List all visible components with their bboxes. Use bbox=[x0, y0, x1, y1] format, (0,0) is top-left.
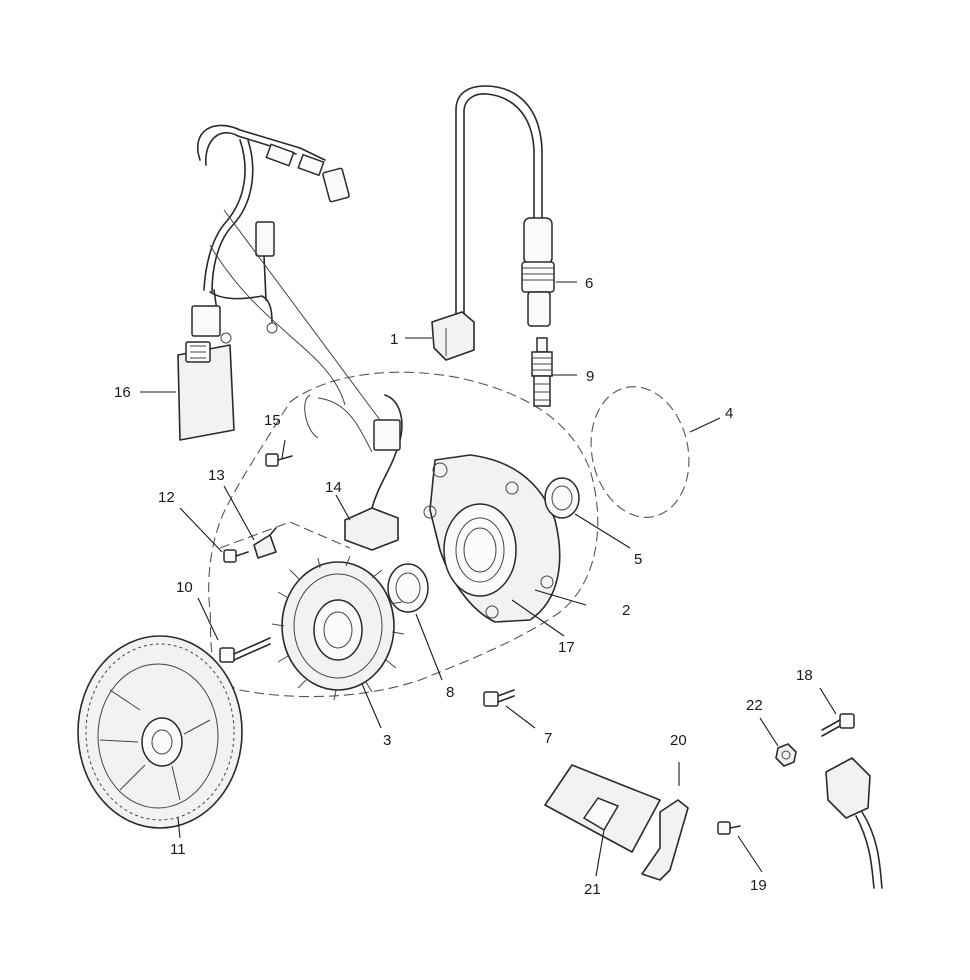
bracket-20 bbox=[641, 799, 689, 881]
callout-22: 22 bbox=[746, 697, 763, 714]
callout-10: 10 bbox=[176, 579, 193, 596]
callout-15: 15 bbox=[264, 412, 281, 429]
wire-harness bbox=[191, 124, 381, 421]
clamp-screw-12 bbox=[223, 549, 249, 563]
spark-plug-cap-6 bbox=[521, 217, 555, 327]
wire-clamp-13 bbox=[253, 527, 277, 559]
callout-8: 8 bbox=[446, 684, 454, 701]
callout-12: 12 bbox=[158, 489, 175, 506]
rectifier-bolt-18 bbox=[821, 713, 855, 737]
bracket-screw-19 bbox=[717, 821, 741, 835]
callout-11: 11 bbox=[170, 841, 186, 858]
callout-2: 2 bbox=[622, 602, 630, 619]
oil-seal-8 bbox=[387, 563, 429, 613]
callout-14: 14 bbox=[325, 479, 342, 496]
magneto-cover-2 bbox=[423, 454, 561, 623]
callout-7: 7 bbox=[544, 730, 552, 747]
flywheel-bolt-10 bbox=[219, 637, 271, 663]
callout-18: 18 bbox=[796, 667, 813, 684]
ground-screw-15 bbox=[265, 453, 293, 467]
callout-6: 6 bbox=[585, 275, 593, 292]
bushing-5 bbox=[544, 477, 580, 519]
callout-20: 20 bbox=[670, 732, 687, 749]
cover-bolt-7 bbox=[483, 689, 515, 707]
flywheel-11 bbox=[77, 635, 243, 829]
cdi-unit-16 bbox=[177, 341, 235, 441]
stator-3 bbox=[271, 555, 405, 701]
callout-13: 13 bbox=[208, 467, 225, 484]
clamp-outline-dashed bbox=[219, 521, 351, 549]
callout-1: 1 bbox=[390, 331, 398, 348]
callout-21: 21 bbox=[584, 881, 601, 898]
rectifier-connector bbox=[825, 757, 883, 889]
callout-4: 4 bbox=[725, 405, 733, 422]
callout-17: 17 bbox=[558, 639, 575, 656]
callout-5: 5 bbox=[634, 551, 642, 568]
pickup-sensor-14 bbox=[344, 394, 403, 551]
callout-3: 3 bbox=[383, 732, 391, 749]
spark-plug-9 bbox=[531, 337, 553, 407]
cover-outline-dashed bbox=[208, 371, 599, 698]
leader-lines bbox=[140, 281, 837, 877]
gasket-4 bbox=[590, 386, 690, 518]
ignition-coil-1 bbox=[431, 85, 543, 361]
callout-labels: 1 2 3 4 5 6 7 8 9 10 11 12 13 14 15 16 1… bbox=[114, 275, 813, 898]
callout-19: 19 bbox=[750, 877, 767, 894]
ground-wire-15 bbox=[304, 394, 319, 439]
nut-22 bbox=[775, 743, 797, 767]
callout-16: 16 bbox=[114, 384, 131, 401]
callout-9: 9 bbox=[586, 368, 594, 385]
